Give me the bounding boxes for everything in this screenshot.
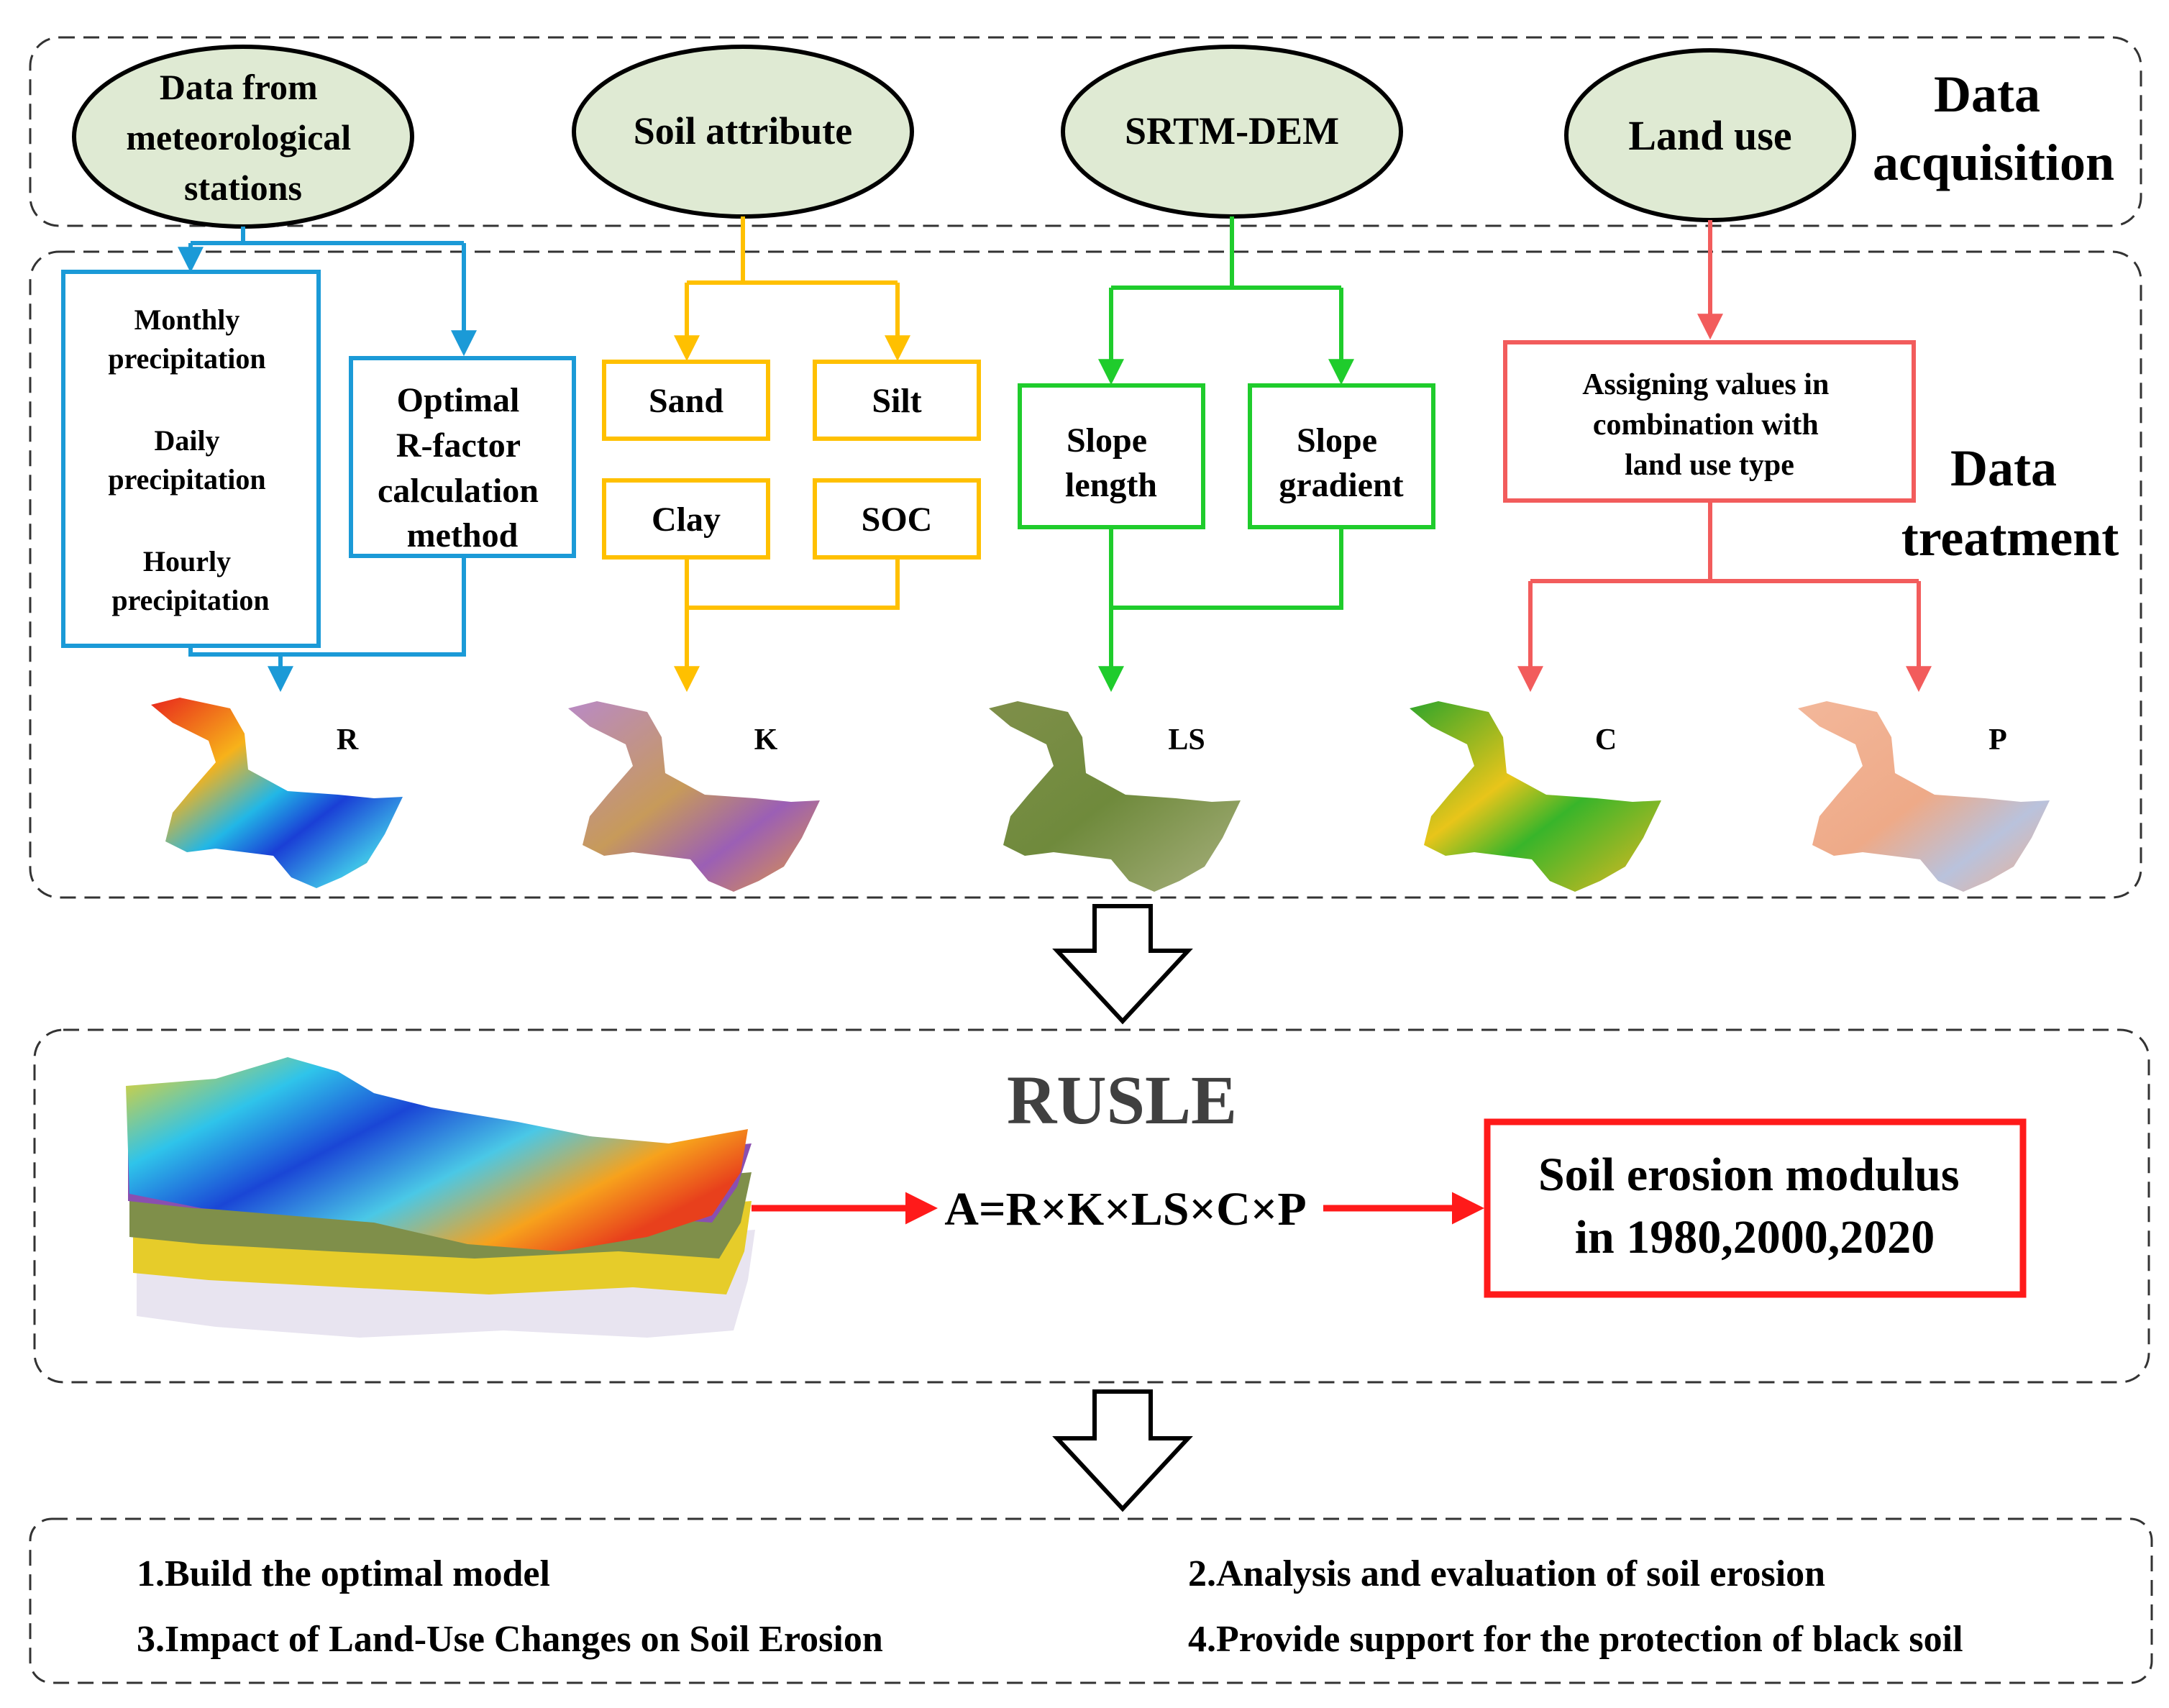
rfactor-box: Optimal R-factor calculation method — [349, 356, 576, 558]
soil-silt-box: Silt — [813, 360, 981, 441]
source-dem: SRTM-DEM — [1061, 45, 1403, 219]
soil-soc-box: SOC — [813, 478, 981, 560]
dem-connectors — [1098, 216, 1354, 693]
down-arrow-2 — [1052, 1389, 1193, 1512]
svg-text:Sand: Sand — [649, 382, 723, 420]
soil-clay-box: Clay — [602, 478, 770, 560]
precip-box: Monthly precipitation Daily precipitatio… — [61, 270, 321, 648]
acquisition-label: Data acquisition — [1873, 65, 2114, 191]
svg-text:Land use: Land use — [1628, 112, 1791, 159]
outcome-frame — [29, 1517, 2153, 1684]
svg-text:Soil erosion modulus in: Soil erosion modulus in 1980,2000,2020 — [1538, 1148, 1971, 1264]
meteo-connectors — [178, 227, 477, 693]
acquisition-frame — [29, 36, 2142, 227]
svg-text:R: R — [337, 723, 359, 757]
slope-gradient-box: Slope gradient — [1248, 383, 1435, 529]
svg-text:Slope length: Slope length — [1065, 421, 1157, 504]
svg-text:Silt: Silt — [872, 382, 921, 420]
result-box: Soil erosion modulus in 1980,2000,2020 — [1484, 1118, 2027, 1298]
svg-text:Assigning values in comb: Assigning values in combination with lan… — [1582, 368, 1837, 482]
svg-text:P: P — [1988, 723, 2007, 757]
outcome-4: 4.Provide support for the protection of … — [1188, 1619, 1963, 1660]
treatment-label: Data treatment — [1901, 439, 2119, 567]
factor-map-r: R — [151, 698, 403, 888]
svg-text:Clay: Clay — [652, 501, 721, 539]
svg-text:K: K — [754, 723, 778, 757]
soil-connectors — [674, 216, 910, 693]
model-title: RUSLE — [1007, 1061, 1237, 1138]
landuse-assign-box: Assigning values in combination with lan… — [1503, 340, 1916, 503]
slope-length-box: Slope length — [1018, 383, 1205, 529]
factor-map-c: C — [1410, 701, 1661, 892]
outcome-1: 1.Build the optimal model — [137, 1553, 550, 1594]
source-soil: Soil attribute — [572, 45, 914, 219]
soil-sand-box: Sand — [602, 360, 770, 441]
landuse-connectors — [1517, 220, 1932, 693]
source-landuse: Land use — [1564, 48, 1856, 222]
factor-map-ls: LS — [989, 701, 1241, 892]
stacked-factor-layers — [126, 1057, 755, 1338]
svg-text:Monthly precipitation: Monthly precipitation Daily precipitatio… — [108, 303, 273, 616]
rusle-formula: A=R×K×LS×C×P — [944, 1183, 1306, 1236]
svg-text:LS: LS — [1168, 723, 1205, 757]
svg-text:SOC: SOC — [862, 501, 933, 539]
model-frame — [33, 1028, 2150, 1384]
outcome-3: 3.Impact of Land-Use Changes on Soil Ero… — [137, 1619, 883, 1660]
svg-text:Optimal R-factor c: Optimal R-factor calculation method — [378, 381, 547, 554]
svg-text:SRTM-DEM: SRTM-DEM — [1125, 109, 1339, 152]
down-arrow-1 — [1052, 904, 1193, 1025]
source-meteo: Data from meteorological stations — [72, 45, 414, 229]
svg-text:Soil attribute: Soil attribute — [634, 109, 853, 152]
svg-text:Data from meteorological: Data from meteorological stations — [126, 67, 360, 208]
svg-text:C: C — [1595, 723, 1617, 757]
treatment-frame — [29, 250, 2142, 899]
svg-text:Slope gradient: Slope gradient — [1279, 421, 1403, 504]
factor-map-p: P — [1798, 701, 2050, 892]
outcome-2: 2.Analysis and evaluation of soil erosio… — [1188, 1553, 1825, 1594]
factor-map-k: K — [568, 701, 820, 892]
